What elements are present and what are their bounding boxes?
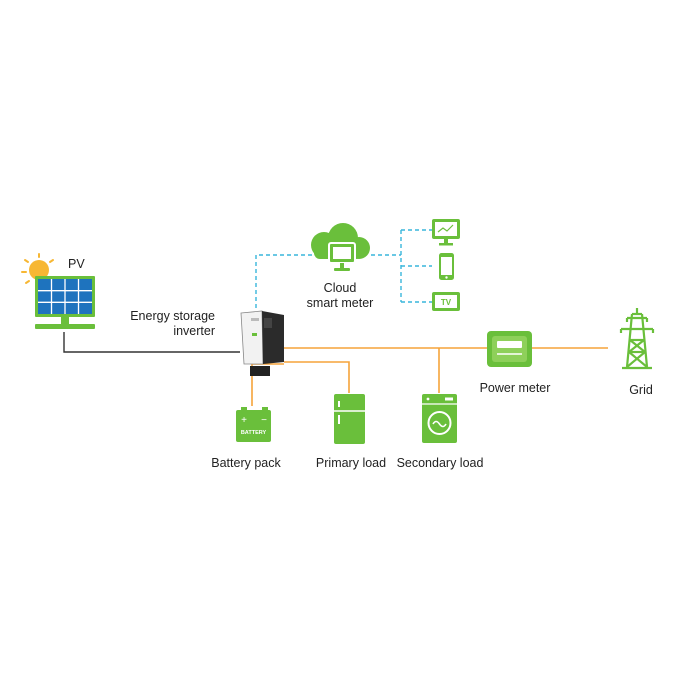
monitor-device-icon — [432, 219, 460, 246]
solar-panel-icon — [35, 276, 95, 329]
bus-to-primary-load-line — [284, 361, 350, 393]
grid-label: Grid — [629, 383, 653, 397]
primary-load-label: Primary load — [315, 456, 387, 470]
power-meter-label: Power meter — [479, 381, 551, 395]
tv-icon-text: TV — [441, 298, 452, 307]
pv-to-inverter-line — [63, 332, 240, 353]
inverter-icon — [240, 310, 284, 376]
battery-minus-sign: − — [261, 415, 267, 426]
battery-pack-icon: + − BATTERY — [236, 407, 271, 442]
pv-label: PV — [68, 257, 85, 271]
tv-device-icon: TV — [432, 292, 460, 311]
inverter-label-line1: Energy storage — [130, 309, 215, 323]
battery-pack-label: Battery pack — [211, 456, 281, 470]
cloud-monitor-icon — [328, 242, 356, 271]
inverter-label-line2: inverter — [173, 324, 215, 338]
cloud-label-line1: Cloud — [323, 281, 357, 295]
grid-tower-icon — [619, 308, 655, 370]
cloud-label-line2: smart meter — [306, 296, 374, 310]
connection-lines — [63, 229, 608, 406]
phone-device-icon — [439, 253, 454, 280]
inverter-to-cloud-line — [255, 254, 312, 308]
battery-icon-text: BATTERY — [241, 430, 267, 436]
washing-machine-icon — [422, 394, 457, 443]
sun-icon — [21, 253, 54, 284]
refrigerator-icon — [334, 394, 365, 444]
secondary-load-label: Secondary load — [396, 456, 484, 470]
power-meter-icon — [487, 331, 532, 367]
battery-plus-sign: + — [241, 415, 247, 426]
